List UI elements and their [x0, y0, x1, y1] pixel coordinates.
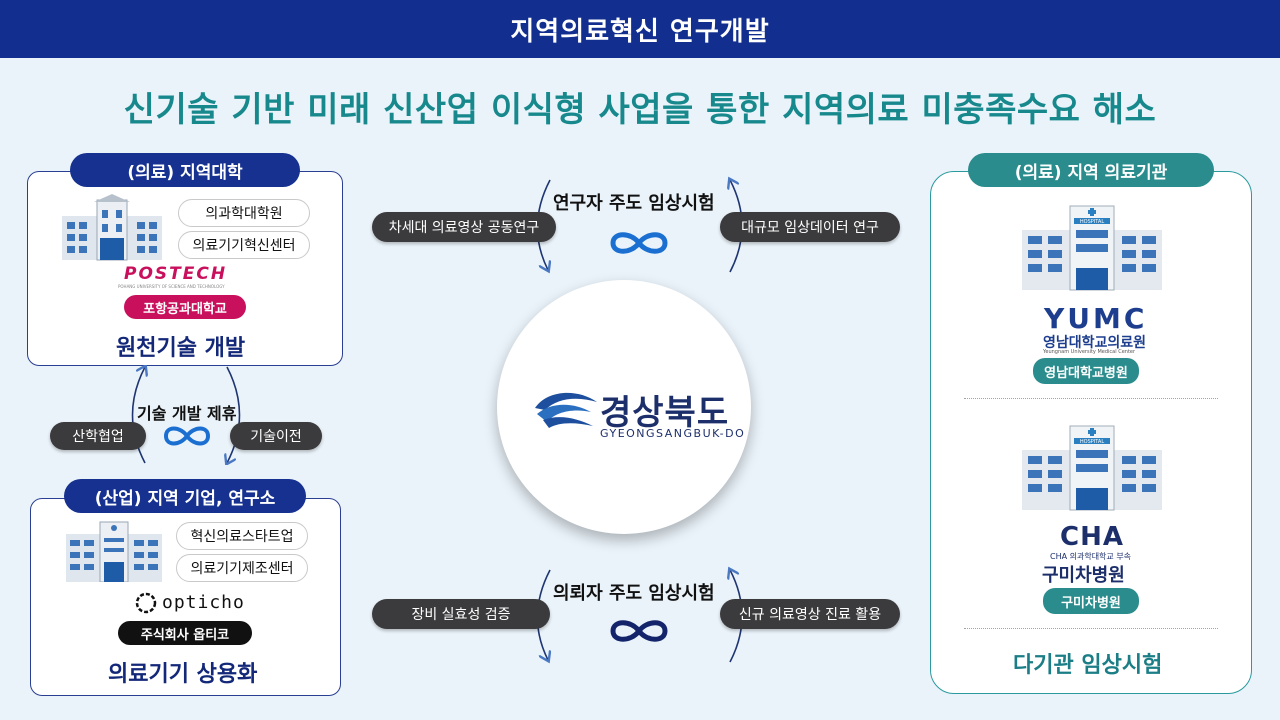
university-tab: (의료) 지역대학 — [70, 153, 300, 187]
bottom-flow-pill-right: 신규 의료영상 진료 활용 — [720, 599, 900, 629]
tag-manufacturing-center: 의료기기제조센터 — [176, 554, 308, 582]
hospital-building-icon: HOSPITAL — [1022, 205, 1162, 291]
cha-logo: CHA — [1060, 522, 1124, 552]
university-conclusion: 원천기술 개발 — [116, 336, 246, 361]
cha-building-sign: HOSPITAL — [1080, 439, 1104, 445]
opticho-logo: opticho — [162, 592, 245, 613]
postech-logo-sub: POHANG UNIVERSITY OF SCIENCE AND TECHNOL… — [118, 284, 225, 289]
cha-sub: CHA 의과학대학교 부속 — [1050, 552, 1132, 561]
hospital-divider-1 — [964, 398, 1218, 399]
subtitle: 신기술 기반 미래 신산업 이식형 사업을 통한 지역의료 미충족수요 해소 — [123, 90, 1157, 130]
hospital-conclusion: 다기관 임상시험 — [1013, 653, 1163, 678]
left-flow-arrows — [131, 365, 241, 465]
industry-tab: (산업) 지역 기업, 연구소 — [64, 479, 306, 513]
gyeongbuk-name-en: GYEONGSANGBUK-DO — [600, 427, 746, 440]
tag-device-innovation-center: 의료기기혁신센터 — [178, 231, 310, 259]
top-flow-pill-right: 대규모 임상데이터 연구 — [720, 212, 900, 242]
left-infinity-icon — [163, 426, 211, 446]
left-flow-pill-transfer: 기술이전 — [230, 422, 322, 450]
postech-logo: POSTECH — [124, 264, 228, 284]
gyeongbuk-name-ko: 경상북도 — [600, 393, 730, 433]
tag-graduate-school: 의과학대학원 — [178, 199, 310, 227]
gyeongbuk-emblem-icon — [535, 392, 597, 428]
yumc-name-en: Yeungnam University Medical Center — [1043, 349, 1136, 355]
opticho-name-badge: 주식회사 옵티코 — [118, 621, 252, 645]
header-banner: 지역의료혁신 연구개발 — [0, 0, 1280, 58]
left-flow-title: 기술 개발 제휴 — [137, 404, 237, 423]
yumc-logo: YUMC — [1044, 302, 1148, 335]
hospital-divider-2 — [964, 628, 1218, 629]
bottom-infinity-icon — [610, 620, 668, 642]
yumc-badge: 영남대학교병원 — [1033, 358, 1139, 384]
tag-startup: 혁신의료스타트업 — [176, 522, 308, 550]
bottom-flow-pill-left: 장비 실효성 검증 — [372, 599, 550, 629]
cha-badge: 구미차병원 — [1043, 588, 1139, 614]
hospital-building-icon-2: HOSPITAL — [1022, 425, 1162, 511]
postech-name-badge: 포항공과대학교 — [124, 295, 246, 319]
company-building-icon — [66, 521, 162, 582]
university-building-icon — [62, 194, 162, 261]
cha-name: 구미차병원 — [1042, 565, 1125, 586]
bottom-flow-title: 의뢰자 주도 임상시험 — [553, 583, 715, 604]
industry-conclusion: 의료기기 상용화 — [108, 662, 258, 687]
top-infinity-icon — [610, 232, 668, 254]
opticho-logo-icon — [135, 592, 157, 614]
top-flow-title: 연구자 주도 임상시험 — [553, 193, 715, 214]
top-flow-pill-left: 차세대 의료영상 공동연구 — [372, 212, 556, 242]
yumc-building-sign: HOSPITAL — [1080, 219, 1104, 225]
hospital-tab: (의료) 지역 의료기관 — [968, 153, 1214, 187]
left-flow-pill-collab: 산학협업 — [50, 422, 146, 450]
header-title: 지역의료혁신 연구개발 — [510, 16, 770, 47]
yumc-name: 영남대학교의료원 — [1043, 335, 1147, 351]
